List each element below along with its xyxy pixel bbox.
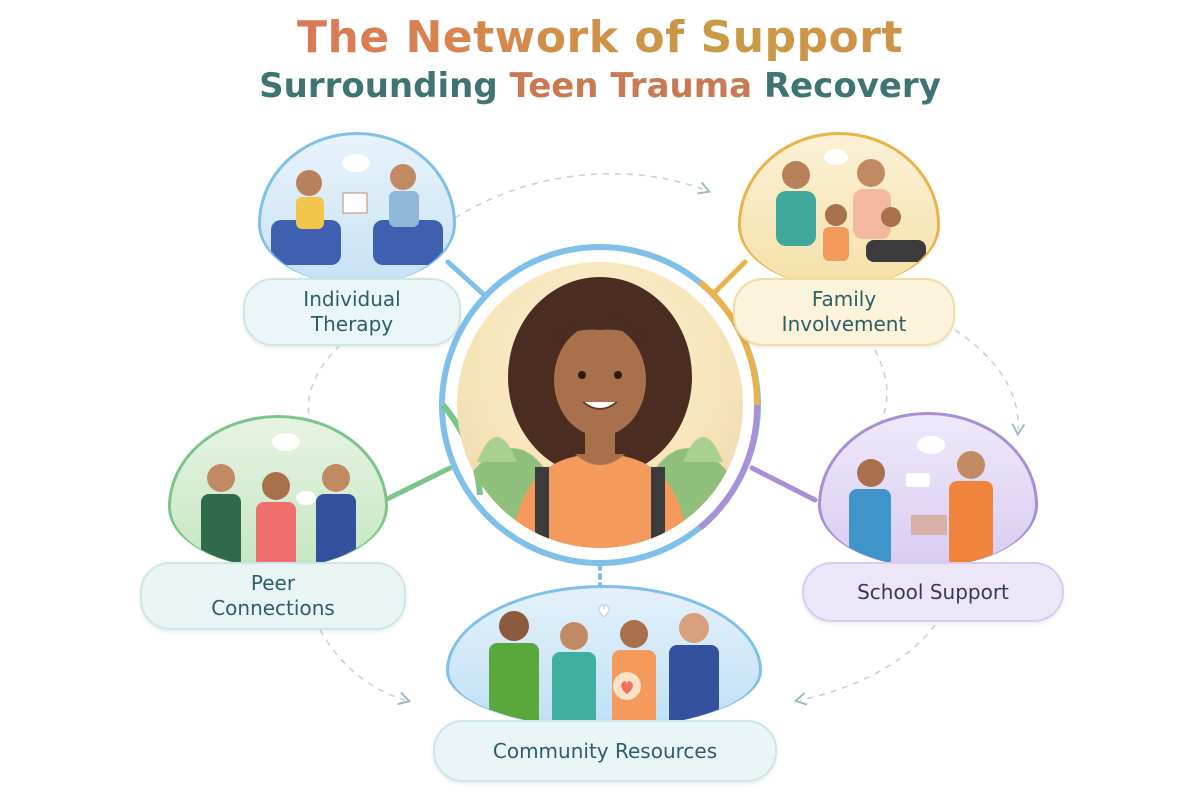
flow-arrow-bottom-right — [793, 624, 936, 706]
node-community-resources[interactable]: Community Resources — [433, 720, 777, 782]
center-ring-arc-school — [698, 404, 761, 531]
node-school-support-label: School Support — [857, 579, 1009, 604]
node-family-involvement-line2: Involvement — [781, 312, 907, 336]
node-community-resources-label: Community Resources — [492, 738, 718, 763]
flow-arrow-right — [954, 329, 1026, 437]
node-individual-therapy-line2: Therapy — [310, 312, 394, 336]
diagram-title: The Network of Support — [0, 12, 1200, 63]
diagram-subtitle: Surrounding Teen Trauma Recovery — [0, 66, 1200, 106]
school-meeting-icon — [818, 412, 1038, 567]
node-peer-connections-line1: Peer — [250, 571, 296, 595]
flow-arrow-right-inner — [874, 349, 888, 426]
therapy-session-icon — [258, 132, 456, 285]
subtitle-part-1: Surrounding — [259, 66, 510, 106]
teen-portrait-icon — [457, 262, 743, 548]
flow-arrow-left — [307, 344, 341, 426]
connector-school — [749, 465, 818, 503]
node-family-involvement-line1: Family — [811, 287, 877, 311]
node-peer-connections-line2: Connections — [211, 596, 335, 620]
community-group-icon — [446, 585, 762, 728]
node-school-support[interactable]: School Support — [802, 562, 1064, 622]
family-group-icon — [738, 132, 940, 287]
connector-peer — [382, 465, 453, 503]
peer-group-icon — [168, 415, 388, 568]
flow-arrow-bottom-left — [319, 629, 412, 706]
subtitle-part-2: Recovery — [752, 66, 941, 106]
node-individual-therapy-line1: Individual — [303, 287, 401, 311]
flow-arrow-top — [454, 173, 712, 219]
subtitle-highlight: Teen Trauma — [509, 66, 753, 106]
